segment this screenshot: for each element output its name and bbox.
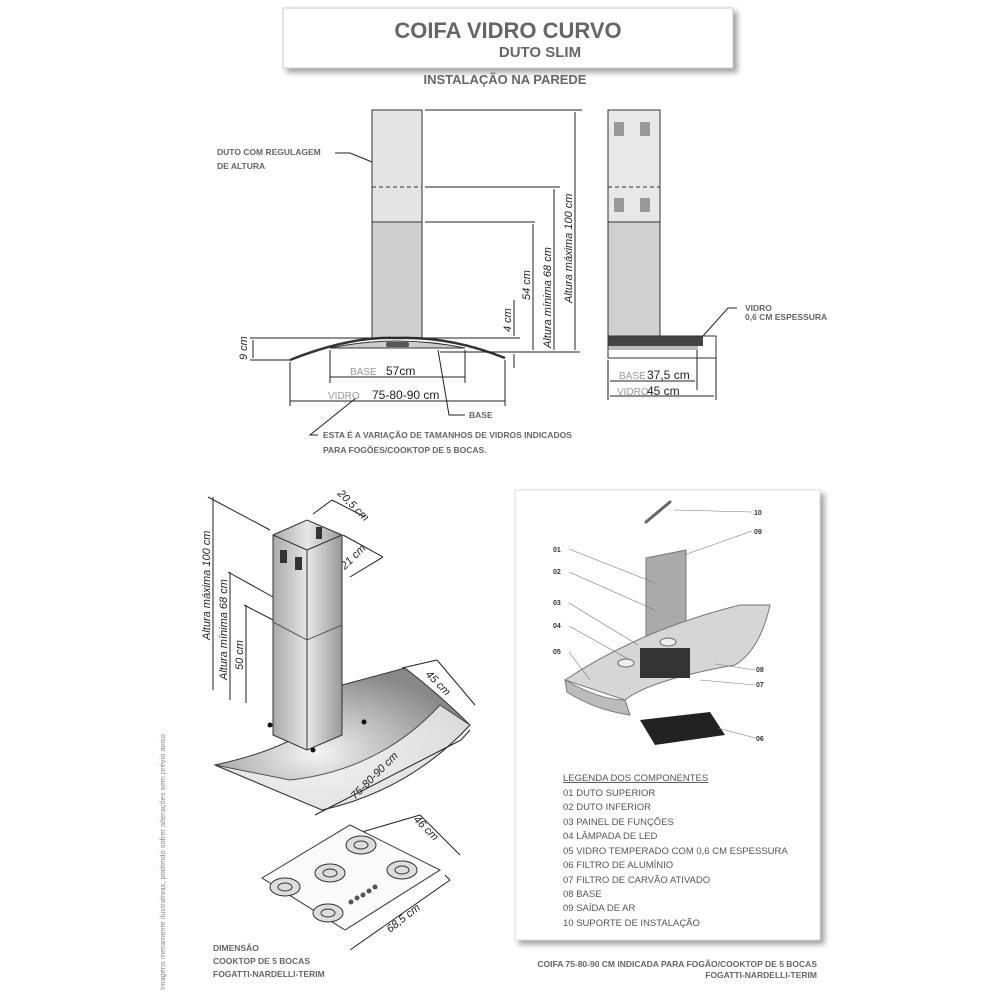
duct-label-line2: DE ALTURA	[217, 161, 265, 171]
legend-title: LEGENDA DOS COMPONENTES	[563, 773, 708, 784]
callout-07: 07	[756, 682, 764, 689]
iso-dim-min: Altura mínima 68 cm	[218, 579, 230, 681]
iso-dim-width: 20,5 cm	[334, 487, 371, 524]
control-panel	[386, 342, 409, 347]
side-glass-tag: VIDRO	[617, 387, 649, 398]
callout-09: 09	[754, 529, 762, 536]
dim-9: 9 cm	[238, 336, 250, 360]
legend-item: 02 DUTO INFERIOR	[563, 802, 651, 813]
callout-10: 10	[754, 510, 762, 517]
legend-item: 01 DUTO SUPERIOR	[563, 788, 655, 799]
upper-duct	[371, 109, 423, 223]
legend-item: 08 BASE	[563, 889, 602, 900]
legend-item: 03 PAINEL DE FUNÇÕES	[563, 817, 674, 828]
callout-05: 05	[553, 649, 561, 656]
iso-dim-50: 50 cm	[234, 640, 246, 670]
base-tag: BASE	[350, 367, 377, 378]
side-glass-label1: VIDRO	[745, 303, 772, 313]
side-glass-value: 45 cm	[647, 384, 680, 398]
iso-dim-max: Altura máxima 100 cm	[201, 531, 213, 641]
exploded-view-panel: 01 02 03 04 05 06 07 08 09 10 LEGENDA DO…	[514, 489, 821, 941]
base-value: 57cm	[386, 364, 415, 378]
side-base-tag: BASE	[619, 371, 646, 382]
title-box: COIFA VIDRO CURVO DUTO SLIM	[282, 7, 734, 69]
section-title: INSTALAÇÃO NA PAREDE	[424, 72, 587, 87]
subtitle: DUTO SLIM	[499, 44, 581, 61]
dim-4: 4 cm	[502, 308, 514, 332]
glass-tag: VIDRO	[328, 391, 360, 402]
cooktop-width: 68,5 cm	[384, 902, 422, 936]
note-line2: PARA FOGÕES/COOKTOP DE 5 BOCAS.	[323, 445, 487, 455]
callout-08: 08	[756, 667, 764, 674]
callout-04: 04	[553, 623, 561, 630]
iso-caption3: FOGATTI-NARDELLI-TERIM	[213, 969, 325, 979]
callout-03: 03	[553, 600, 561, 607]
dim-54: 54 cm	[521, 270, 533, 300]
front-view: Altura máxima 100 cm Altura mínima 68 cm…	[217, 109, 582, 455]
note-line1: ESTA É A VARIAÇÃO DE TAMANHOS DE VIDROS …	[323, 430, 572, 440]
exploded-caption2: FOGATTI-NARDELLI-TERIM	[705, 970, 817, 980]
iso-caption2: COOKTOP DE 5 BOCAS	[213, 956, 310, 966]
side-view: VIDRO 0,6 CM ESPESSURA BASE 37,5 cm VIDR…	[607, 109, 827, 400]
callout-02: 02	[553, 569, 561, 576]
main-title: COIFA VIDRO CURVO	[394, 18, 621, 43]
callout-06: 06	[756, 736, 764, 743]
dim-max-height: Altura máxima 100 cm	[563, 194, 575, 304]
exploded-caption1: COIFA 75-80-90 CM INDICADA PARA FOGÃO/CO…	[537, 959, 817, 969]
legend-item: 10 SUPORTE DE INSTALAÇÃO	[563, 918, 700, 929]
disclaimer: Imagens meramente ilustrativas, podendo …	[158, 734, 167, 990]
lower-duct	[371, 221, 423, 339]
glass-value: 75-80-90 cm	[372, 388, 439, 402]
side-base-value: 37,5 cm	[647, 368, 690, 382]
base-callout: BASE	[469, 410, 493, 420]
side-glass-label2: 0,6 CM ESPESSURA	[745, 312, 827, 322]
legend-item: 07 FILTRO DE CARVÃO ATIVADO	[563, 875, 710, 886]
iso-caption1: DIMENSÃO	[213, 943, 259, 953]
duct-label-line1: DUTO COM REGULAGEM	[217, 147, 321, 157]
dim-min-height: Altura mínima 68 cm	[542, 247, 554, 349]
cooktop-depth: 46 cm	[411, 814, 441, 844]
callout-01: 01	[553, 547, 561, 554]
legend-item: 04 LÂMPADA DE LED	[563, 831, 657, 842]
isometric-view: Altura máxima 100 cm Altura mínima 68 cm…	[201, 487, 476, 979]
legend-item: 05 VIDRO TEMPERADO COM 0,6 CM ESPESSURA	[563, 846, 788, 857]
legend-item: 09 SAÍDA DE AR	[563, 903, 635, 914]
legend-item: 06 FILTRO DE ALUMÍNIO	[563, 860, 673, 871]
